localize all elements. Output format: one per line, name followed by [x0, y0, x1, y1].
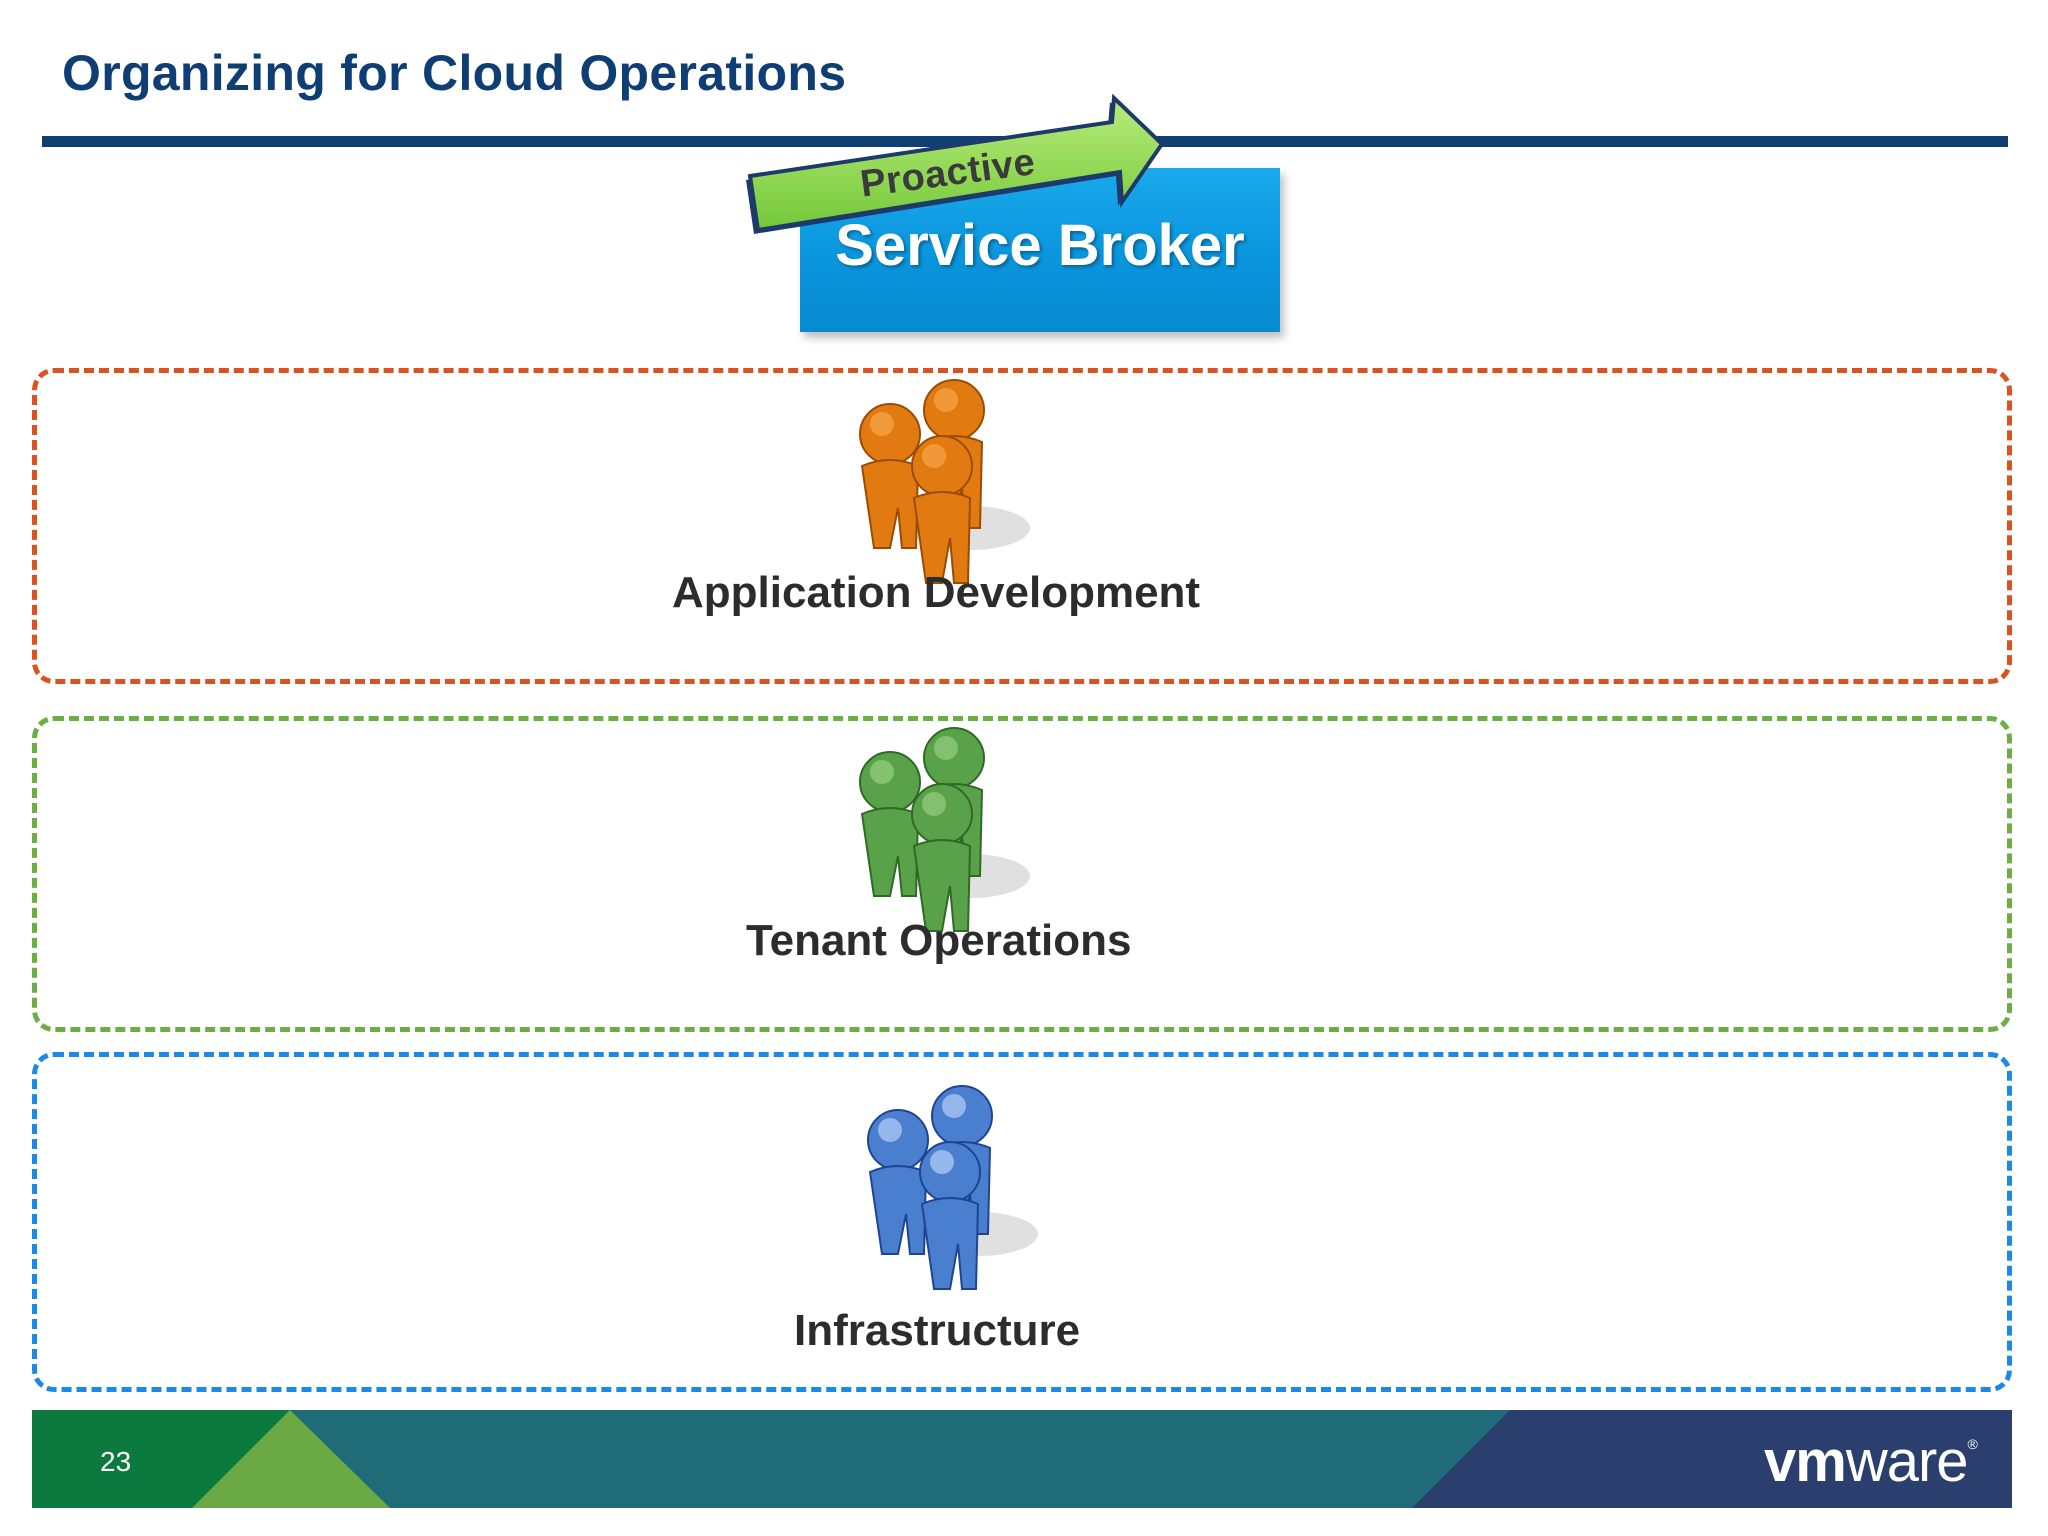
people-group-icon: [859, 727, 1030, 932]
footer-banner: [32, 1410, 2012, 1508]
people-group-icon: [859, 379, 1030, 584]
page-number: 23: [100, 1446, 132, 1477]
tenant-operations-label: Tenant Operations: [746, 916, 1132, 965]
service-broker-label: Service Broker: [835, 213, 1245, 278]
application-development-band: [32, 368, 2012, 684]
tenant-operations-band: [32, 716, 2012, 1032]
service-broker-box: Service Broker: [800, 168, 1280, 332]
infrastructure-band: [32, 1052, 2012, 1392]
people-group-icon: [867, 1085, 1038, 1290]
infrastructure-label: Infrastructure: [794, 1306, 1081, 1355]
proactive-arrow-icon: [746, 93, 1165, 234]
application-development-label: Application Development: [672, 568, 1201, 617]
vmware-logo: vmware®: [1764, 1429, 1978, 1494]
slide-title: Organizing for Cloud Operations: [62, 45, 847, 101]
